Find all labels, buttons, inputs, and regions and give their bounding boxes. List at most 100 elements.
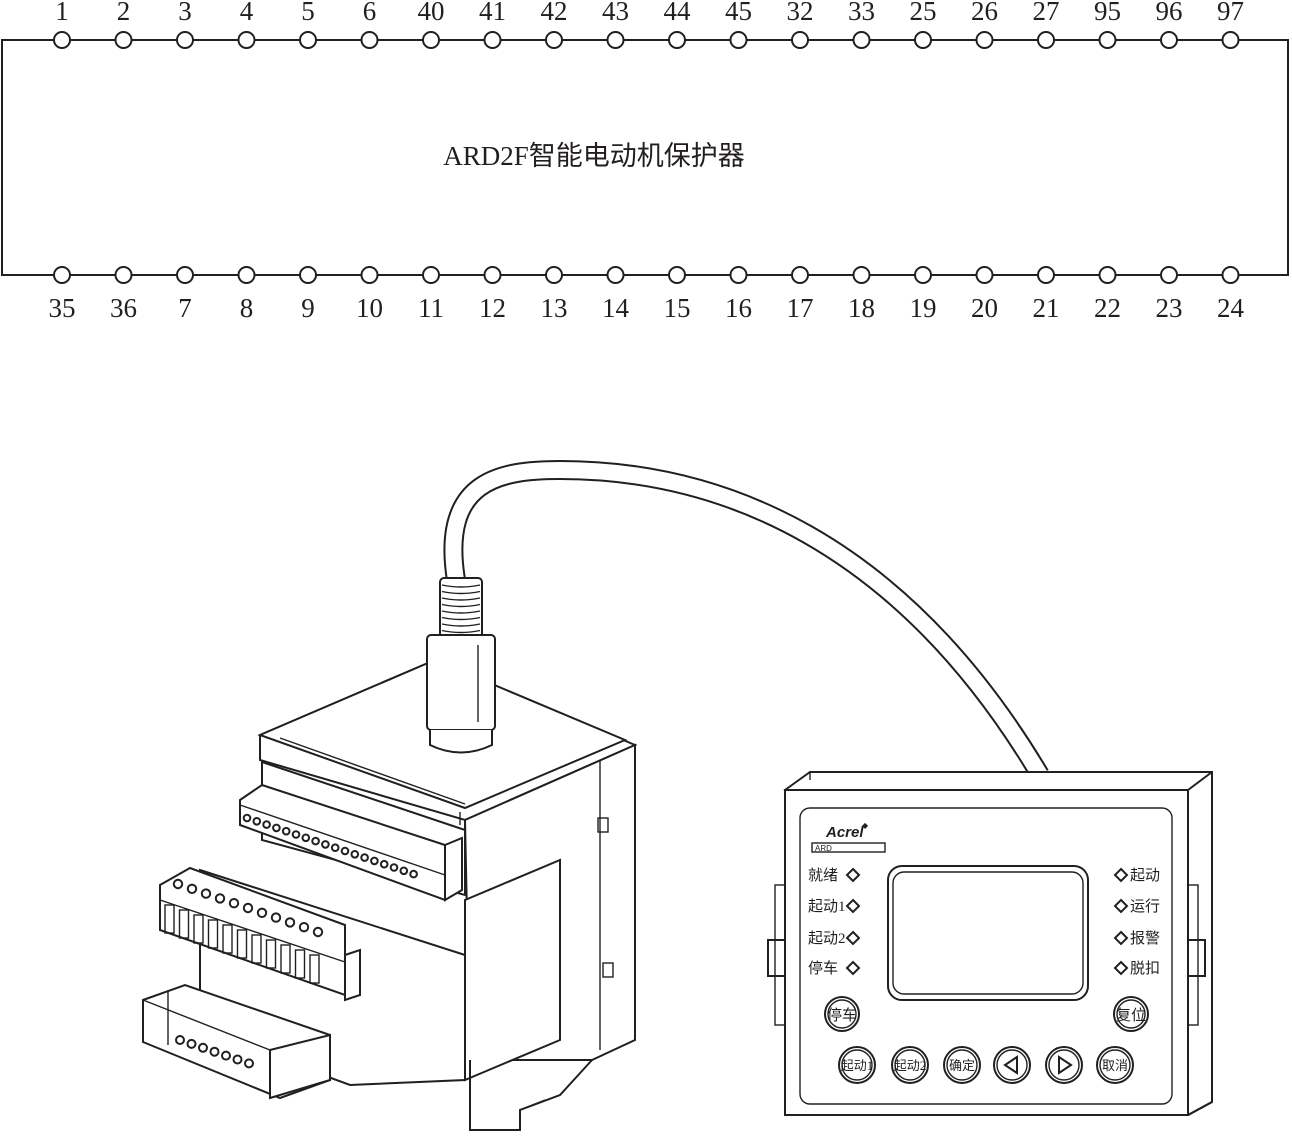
terminal-number: 15: [664, 293, 691, 323]
button-6[interactable]: 取消: [1096, 1046, 1134, 1084]
grip-ridge: [441, 590, 481, 595]
bottom-terminal: 7: [176, 266, 194, 323]
bottom-terminal: 24: [1217, 266, 1245, 323]
bottom-terminal: 22: [1094, 266, 1121, 323]
button-2[interactable]: 起动2: [891, 1046, 929, 1084]
display-faceplate: [799, 807, 1173, 1105]
terminal-screw: [321, 840, 330, 849]
top-terminal: 97: [1217, 0, 1244, 49]
terminal-number: 9: [301, 293, 315, 323]
left-indicator: 起动1: [808, 898, 861, 915]
terminal-circle: [975, 31, 994, 49]
terminal-slot: [222, 924, 233, 954]
terminal-screw: [350, 850, 360, 859]
indicator-led-icon: [1113, 898, 1129, 914]
terminal-slot: [178, 909, 190, 939]
top-terminal: 41: [479, 0, 506, 49]
terminal-circle: [668, 31, 686, 49]
brand-logo: Acrel: [825, 824, 864, 841]
terminal-slot: [280, 944, 291, 974]
bottom-terminal: 13: [541, 266, 568, 323]
bottom-terminal: 10: [356, 266, 383, 323]
terminal-screw: [252, 817, 262, 826]
terminal-screw: [281, 826, 291, 836]
terminal-screw: [221, 1050, 231, 1061]
button-ring: [891, 1046, 929, 1084]
button-ring: [993, 1046, 1031, 1084]
terminal-number: 14: [602, 293, 630, 323]
top-terminal: 96: [1156, 0, 1183, 49]
terminal-circle: [299, 31, 317, 49]
left-arrow-icon: [1003, 1055, 1018, 1075]
button-face: [841, 1049, 873, 1081]
terminal-number: 96: [1156, 0, 1183, 26]
terminal-circle: [729, 266, 748, 284]
terminal-number: 42: [541, 0, 568, 26]
top-terminal: 44: [664, 0, 691, 49]
button-face: [946, 1049, 978, 1081]
terminal-circle: [176, 266, 194, 284]
middle-terminal-screws: [172, 878, 324, 938]
terminal-circle: [914, 31, 932, 49]
bottom-terminal: 11: [418, 266, 444, 323]
button-ring: [838, 1046, 876, 1084]
top-terminal: 1: [53, 0, 71, 49]
protector-outline: [1, 39, 1289, 276]
bottom-terminal: 17: [787, 266, 814, 323]
terminal-slot: [251, 934, 262, 964]
terminal-number: 41: [479, 0, 506, 26]
terminal-number: 8: [240, 293, 254, 323]
button-3[interactable]: 确定: [943, 1046, 981, 1084]
model-plate: [811, 842, 886, 853]
terminal-screw: [340, 846, 350, 856]
terminal-circle: [1160, 266, 1178, 284]
top-terminal: 95: [1094, 0, 1121, 49]
button-face: [996, 1049, 1028, 1081]
terminal-screw: [379, 859, 389, 869]
button-label: 起动2: [894, 1058, 927, 1073]
terminal-number: 25: [910, 0, 937, 26]
reset-button[interactable]: 复位: [1113, 996, 1149, 1032]
terminal-number: 10: [356, 293, 383, 323]
terminal-number: 36: [110, 293, 137, 323]
terminal-screw: [291, 830, 301, 839]
terminal-screw: [209, 1046, 220, 1057]
bottom-terminal: 9: [299, 266, 317, 323]
terminal-circle: [1098, 31, 1117, 49]
terminal-screw: [270, 912, 282, 923]
terminal-number: 7: [178, 293, 192, 323]
top-terminal: 4: [237, 0, 256, 49]
stop-button[interactable]: 停车: [824, 996, 860, 1032]
grip-ridge: [441, 584, 481, 588]
top-terminal: 43: [602, 0, 629, 49]
terminal-number: 27: [1033, 0, 1060, 26]
lcd-screen: [892, 871, 1084, 995]
terminal-circle: [53, 266, 71, 284]
terminal-screw: [370, 856, 379, 866]
terminal-circle: [360, 31, 379, 49]
terminal-number: 23: [1156, 293, 1183, 323]
terminal-slot: [193, 914, 204, 944]
model-label: ARD: [815, 844, 832, 853]
terminal-circle: [1221, 31, 1240, 49]
indicator-label: 起动: [1130, 867, 1160, 884]
bottom-terminal: 14: [602, 266, 630, 323]
right-arrow-button[interactable]: [1045, 1046, 1083, 1084]
terminal-screw: [214, 893, 226, 904]
left-arrow-button[interactable]: [993, 1046, 1031, 1084]
terminal-slot: [164, 904, 175, 934]
terminal-number: 21: [1033, 293, 1060, 323]
terminal-screw: [272, 823, 281, 833]
terminal-circle: [422, 31, 440, 49]
terminal-number: 18: [848, 293, 875, 323]
indicator-label: 就绪: [808, 867, 838, 884]
terminal-screw: [198, 1042, 208, 1053]
device-title: ARD2F智能电动机保护器: [443, 141, 745, 171]
terminal-circle: [975, 266, 994, 284]
terminal-number: 13: [541, 293, 568, 323]
terminal-number: 4: [240, 0, 254, 26]
terminal-number: 1: [55, 0, 69, 26]
terminal-screw: [311, 836, 320, 846]
button-1[interactable]: 起动1: [838, 1046, 876, 1084]
